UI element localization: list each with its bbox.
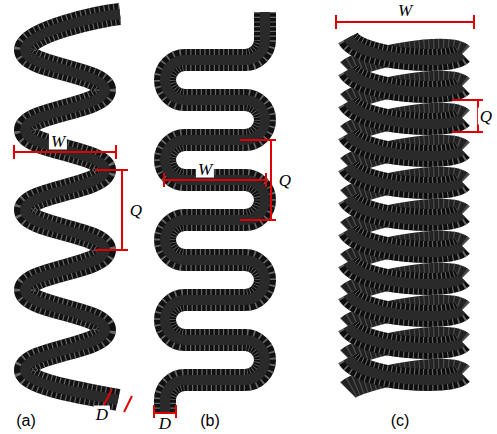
serpentine-tube xyxy=(165,12,265,412)
dimension-label: Q xyxy=(478,108,494,125)
panel-label: (a) xyxy=(16,413,36,429)
wavy-tube xyxy=(25,14,120,400)
dimension-label: W xyxy=(396,2,414,19)
dimension-label: W xyxy=(49,133,67,150)
dimension-lines xyxy=(14,15,483,418)
helical-tube xyxy=(348,38,462,390)
dimension-label: W xyxy=(196,161,214,178)
dimension-label: D xyxy=(94,406,110,423)
dimension-label: Q xyxy=(128,202,144,219)
panel-label: (b) xyxy=(200,413,220,429)
dimension-label: D xyxy=(157,414,173,431)
panel-label: (c) xyxy=(391,413,410,429)
dimension-label: Q xyxy=(277,172,293,189)
